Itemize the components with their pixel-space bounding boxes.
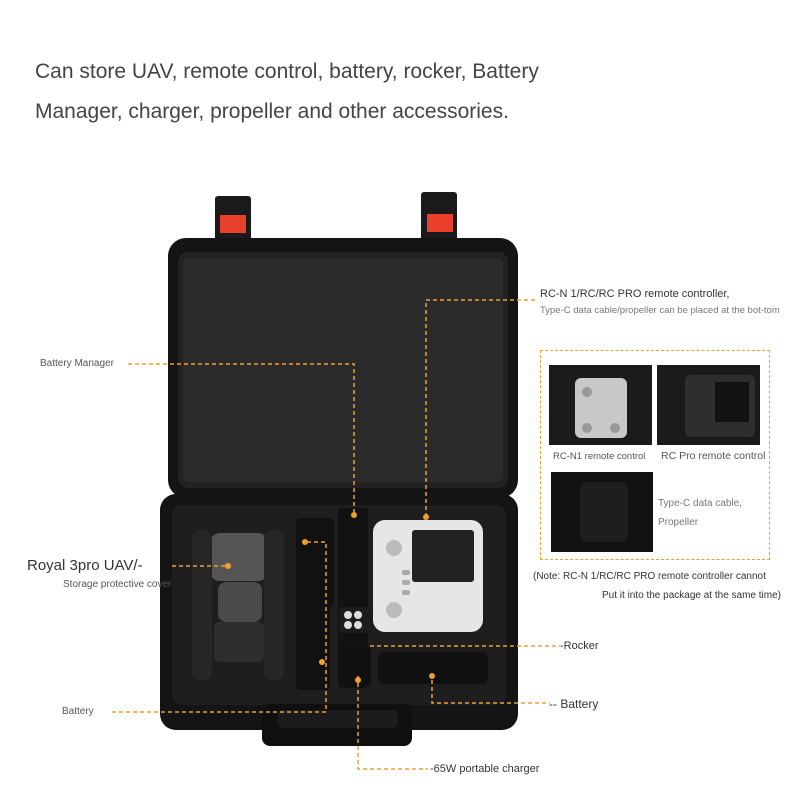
- headline: Can store UAV, remote control, battery, …: [35, 52, 635, 132]
- charger-slot: [343, 646, 371, 686]
- battery-slot-left: [296, 602, 330, 690]
- remote-controller: [373, 520, 483, 632]
- drone: [192, 530, 284, 680]
- leader-lines: [112, 299, 560, 770]
- rc-title-label: RC-N 1/RC/RC PRO remote controller,: [540, 288, 730, 300]
- right-latch: [421, 192, 457, 246]
- charger-label: -65W portable charger: [430, 763, 540, 775]
- battery-right-label: -- Battery: [549, 697, 599, 711]
- typec-photo: [551, 472, 653, 552]
- rocker-label: -Rocker: [560, 640, 599, 652]
- rcpro-photo: [657, 365, 760, 445]
- rc-sub-label: Type-C data cable/propeller can be place…: [540, 305, 780, 316]
- uav-title-label: Royal 3pro UAV/-: [27, 557, 143, 574]
- rocker-sticks: [339, 607, 373, 633]
- rcpro-label: RC Pro remote control: [661, 450, 766, 462]
- typec-label-line-2: Propeller: [658, 517, 699, 528]
- center-slot: [338, 508, 368, 688]
- typec-label-line-1: Type-C data cable,: [658, 498, 742, 509]
- battery-manager-label: Battery Manager: [40, 358, 114, 369]
- leader-dots: [225, 512, 435, 683]
- uav-sub-label: Storage protective cover: [63, 579, 172, 590]
- headline-line-2: Manager, charger, propeller and other ac…: [35, 100, 509, 123]
- note-line-1: (Note: RC-N 1/RC/RC PRO remote controlle…: [533, 571, 766, 582]
- inset-panel: [540, 350, 770, 560]
- left-latch: [215, 196, 251, 246]
- rcn1-photo: [549, 365, 652, 445]
- battery-slot-right: [378, 652, 488, 684]
- battery-left-label: Battery: [62, 706, 94, 717]
- headline-line-1: Can store UAV, remote control, battery, …: [35, 60, 539, 83]
- rcn1-label: RC-N1 remote control: [553, 451, 646, 462]
- note-line-2: Put it into the package at the same time…: [602, 590, 781, 601]
